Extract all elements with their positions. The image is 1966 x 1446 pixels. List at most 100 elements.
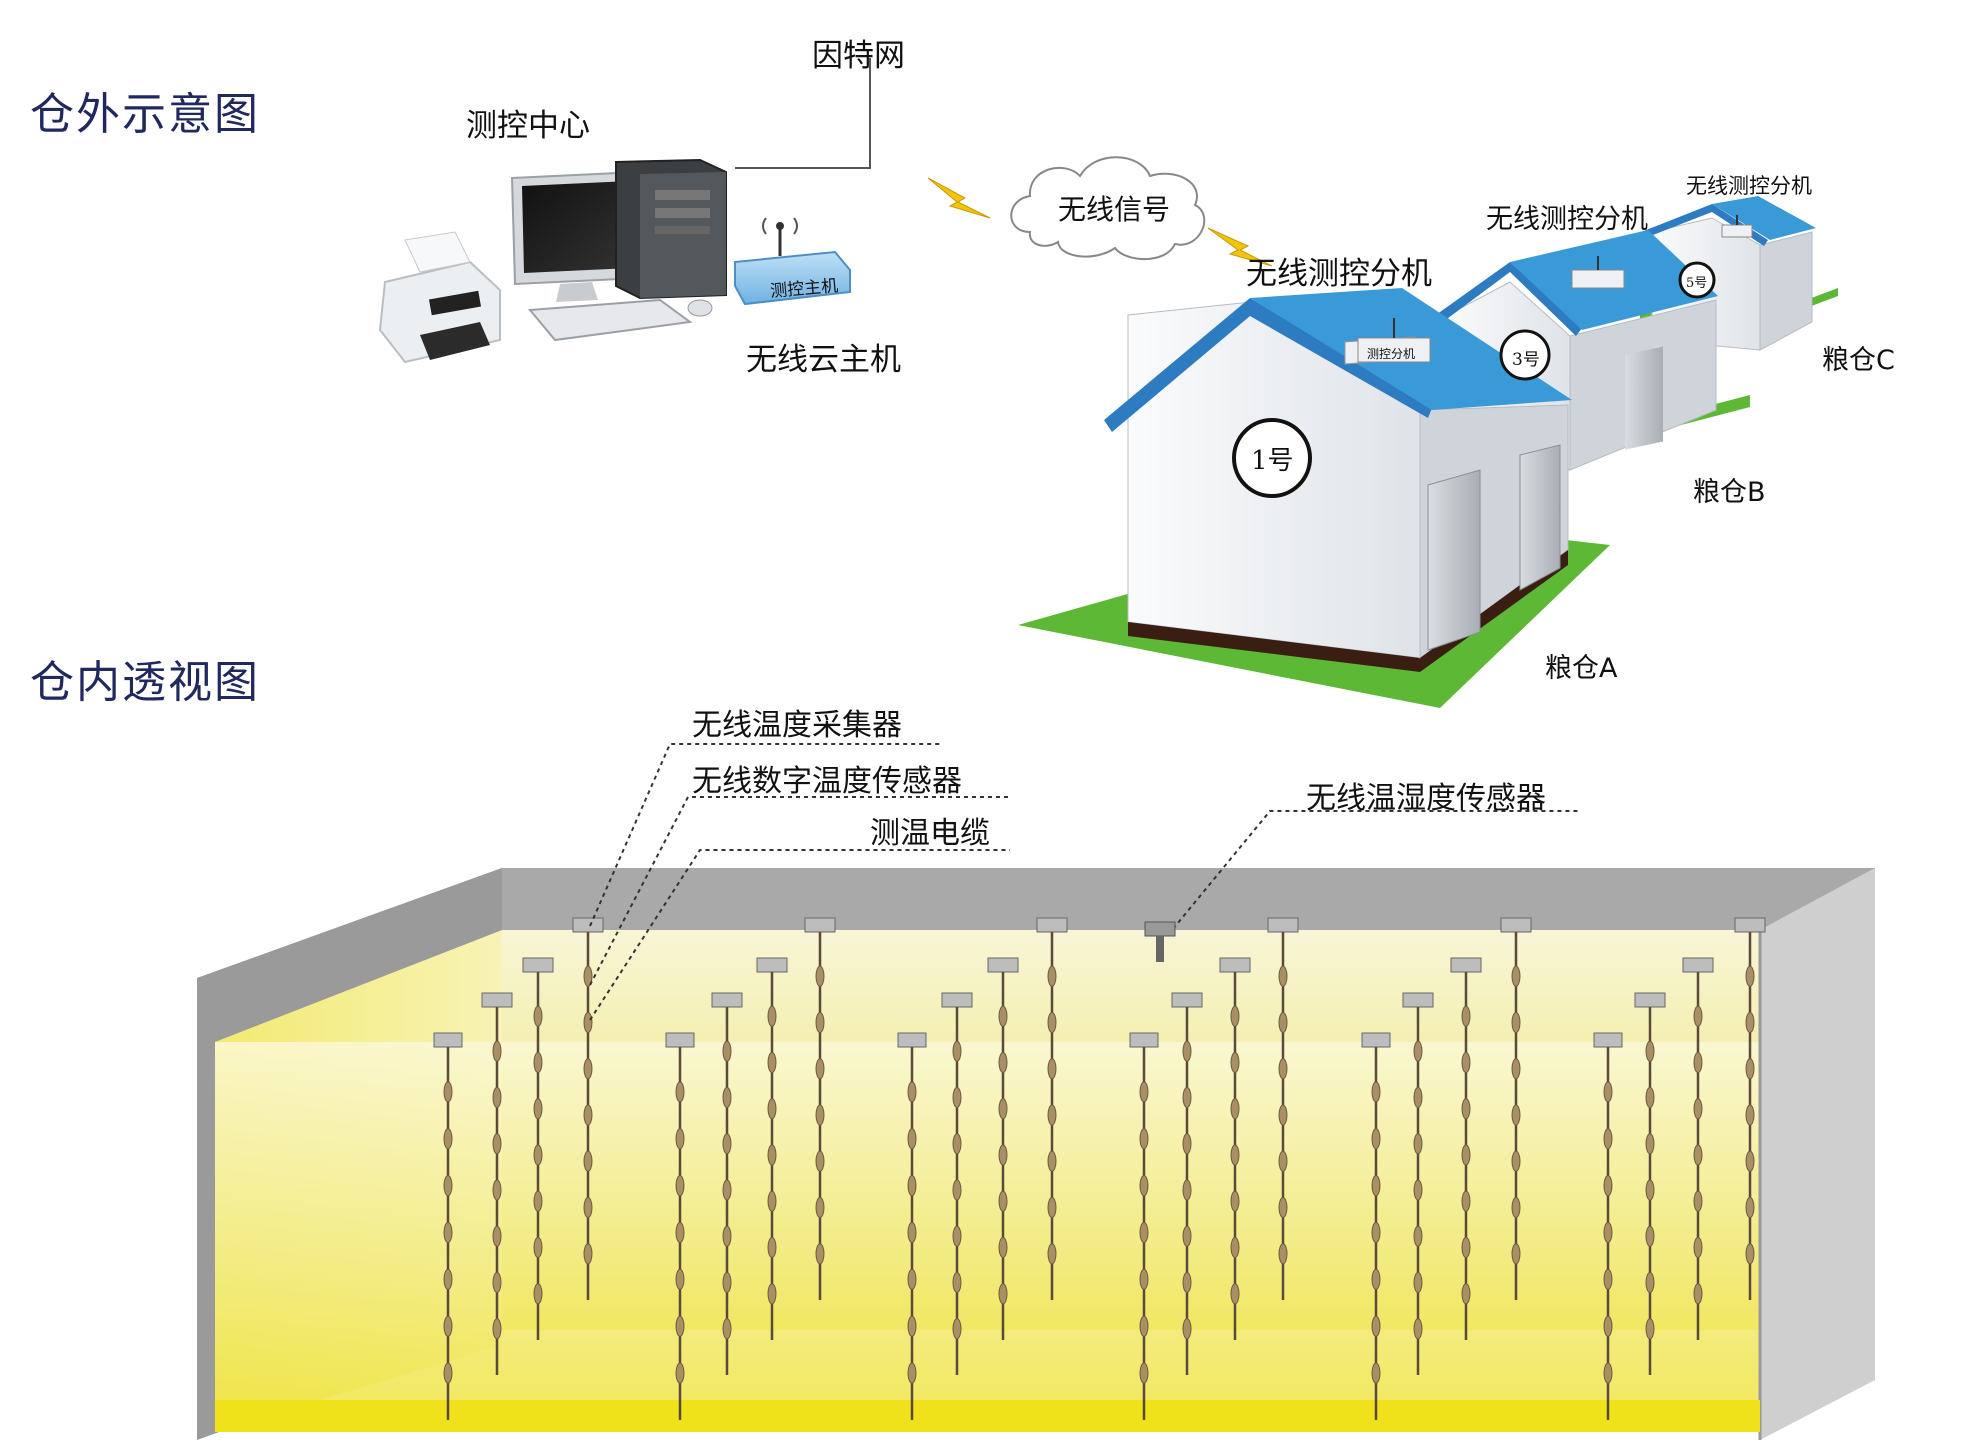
- digital-temperature-sensor-icon: [1645, 1225, 1655, 1247]
- digital-temperature-sensor-icon: [1139, 1128, 1149, 1150]
- digital-temperature-sensor-icon: [675, 1081, 685, 1103]
- digital-temperature-sensor-icon: [1230, 1237, 1240, 1258]
- digital-temperature-sensor-icon: [1230, 1005, 1240, 1027]
- digital-temperature-sensor-icon: [767, 1098, 777, 1120]
- digital-temperature-sensor-icon: [533, 1283, 543, 1305]
- digital-temperature-sensor-icon: [815, 1012, 825, 1033]
- cloud-host-label: 无线云主机: [746, 342, 901, 378]
- digital-temperature-sensor-icon: [767, 1005, 777, 1027]
- digital-temperature-sensor-icon: [907, 1128, 917, 1150]
- digital-temperature-sensor-icon: [767, 1052, 777, 1073]
- digital-temperature-sensor-icon: [722, 1272, 732, 1293]
- digital-temperature-sensor-icon: [1603, 1362, 1613, 1384]
- digital-temperature-sensor-icon: [1182, 1087, 1192, 1108]
- wireless-collector-icon: [804, 917, 836, 933]
- digital-temperature-sensor-icon: [492, 1225, 502, 1247]
- digital-temperature-sensor-icon: [492, 1318, 502, 1340]
- digital-temperature-sensor-icon: [1693, 1283, 1703, 1305]
- granary-b-label: 粮仓B: [1693, 477, 1766, 508]
- digital-temperature-sensor-icon: [815, 1058, 825, 1080]
- digital-temperature-sensor-icon: [443, 1222, 453, 1243]
- digital-temperature-sensor-icon: [998, 1190, 1008, 1212]
- digital-temperature-sensor-icon: [1461, 1144, 1471, 1166]
- wireless-collector-icon: [1450, 957, 1482, 973]
- digital-temperature-sensor-icon: [907, 1081, 917, 1103]
- digital-temperature-sensor-icon: [998, 1005, 1008, 1027]
- digital-temperature-sensor-icon: [998, 1283, 1008, 1305]
- digital-temperature-sensor-icon: [722, 1087, 732, 1108]
- digital-temperature-sensor-icon: [1371, 1268, 1381, 1290]
- digital-temperature-sensor-icon: [1230, 1283, 1240, 1305]
- digital-temperature-sensor-icon: [1745, 1012, 1755, 1033]
- digital-temperature-sensor-icon: [815, 1197, 825, 1218]
- digital-temperature-sensor-icon: [1278, 1197, 1288, 1218]
- digital-temperature-sensor-icon: [1371, 1315, 1381, 1337]
- wireless-collector-icon: [1593, 1032, 1623, 1048]
- digital-temperature-sensor-icon: [907, 1268, 917, 1290]
- digital-temperature-sensor-icon: [1182, 1179, 1192, 1201]
- digital-temperature-sensor-icon: [1182, 1040, 1192, 1062]
- digital-temperature-sensor-icon: [952, 1133, 962, 1155]
- digital-temperature-sensor-icon: [1139, 1362, 1149, 1384]
- unit-box-label-a: 测控分机: [1367, 347, 1416, 361]
- digital-temperature-sensor-icon: [1511, 1197, 1521, 1218]
- digital-temperature-sensor-icon: [1511, 1104, 1521, 1126]
- wireless-collector-icon: [433, 1032, 463, 1048]
- unit-box-icon-a: [1357, 318, 1431, 363]
- digital-temperature-sensor-icon: [675, 1362, 685, 1384]
- wireless-collector-icon: [1171, 992, 1203, 1008]
- digital-temperature-sensor-icon: [998, 1098, 1008, 1120]
- wireless-collector-icon: [1500, 917, 1532, 933]
- granary-a-number-circle: [1232, 418, 1312, 498]
- digital-temperature-sensor-icon: [492, 1272, 502, 1293]
- wireless-collector-icon: [522, 957, 554, 973]
- monitor-icon: [510, 170, 642, 302]
- digital-temperature-sensor-icon: [1047, 1243, 1057, 1265]
- sensor-cables: [433, 917, 1766, 1420]
- digital-temperature-sensor-icon: [1413, 1087, 1423, 1108]
- wireless-collector-icon: [1634, 992, 1666, 1008]
- granary-c-number: 5号: [1686, 276, 1708, 291]
- digital-temperature-sensor-icon: [1047, 1058, 1057, 1080]
- digital-temperature-sensor-icon: [1413, 1179, 1423, 1201]
- digital-temperature-sensor-icon: [1645, 1133, 1655, 1155]
- digital-temperature-sensor-icon: [1693, 1005, 1703, 1027]
- digital-temperature-sensor-icon: [1139, 1222, 1149, 1243]
- internet-label: 因特网: [812, 38, 905, 74]
- digital-temperature-sensor-icon: [583, 1150, 593, 1172]
- digital-temperature-sensor-icon: [1230, 1098, 1240, 1120]
- digital-temperature-sensor-icon: [1182, 1225, 1192, 1247]
- lightning-icon-2: [1207, 227, 1273, 267]
- cable-label: 测温电缆: [870, 816, 990, 851]
- digital-temperature-sensor-icon: [815, 1243, 825, 1265]
- inside-section-title: 仓内透视图: [30, 657, 260, 708]
- digital-temperature-sensor-icon: [675, 1222, 685, 1243]
- humidity-sensor-label: 无线温湿度传感器: [1306, 781, 1546, 816]
- digital-temperature-sensor-icon: [443, 1362, 453, 1384]
- digital-temperature-sensor-icon: [1139, 1081, 1149, 1103]
- digital-temperature-sensor-icon: [767, 1237, 777, 1258]
- digital-temperature-sensor-icon: [1278, 1012, 1288, 1033]
- digital-temperature-sensor-icon: [1182, 1272, 1192, 1293]
- digital-temperature-sensor-icon: [443, 1175, 453, 1197]
- digital-temperature-sensor-icon: [1645, 1318, 1655, 1340]
- digital-temperature-sensor-icon: [1413, 1040, 1423, 1062]
- digital-temperature-sensor-icon: [1511, 965, 1521, 987]
- wireless-signal-label: 无线信号: [1058, 193, 1171, 226]
- digital-temperature-sensor-icon: [815, 1104, 825, 1126]
- digital-temperature-sensor-icon: [1413, 1225, 1423, 1247]
- digital-temperature-sensor-icon: [1693, 1098, 1703, 1120]
- wireless-collector-icon: [1402, 992, 1434, 1008]
- digital-temperature-sensor-icon: [907, 1315, 917, 1337]
- digital-temperature-sensor-icon: [1645, 1040, 1655, 1062]
- digital-temperature-sensor-icon: [952, 1272, 962, 1293]
- digital-temperature-sensor-icon: [1461, 1190, 1471, 1212]
- digital-temperature-sensor-icon: [1278, 1104, 1288, 1126]
- digital-temperature-sensor-icon: [722, 1040, 732, 1062]
- digital-temperature-sensor-icon: [1139, 1268, 1149, 1290]
- internet-line: [735, 58, 871, 169]
- digital-temperature-sensor-icon: [583, 965, 593, 987]
- digital-temperature-sensor-icon: [907, 1175, 917, 1197]
- digital-temperature-sensor-icon: [1645, 1179, 1655, 1201]
